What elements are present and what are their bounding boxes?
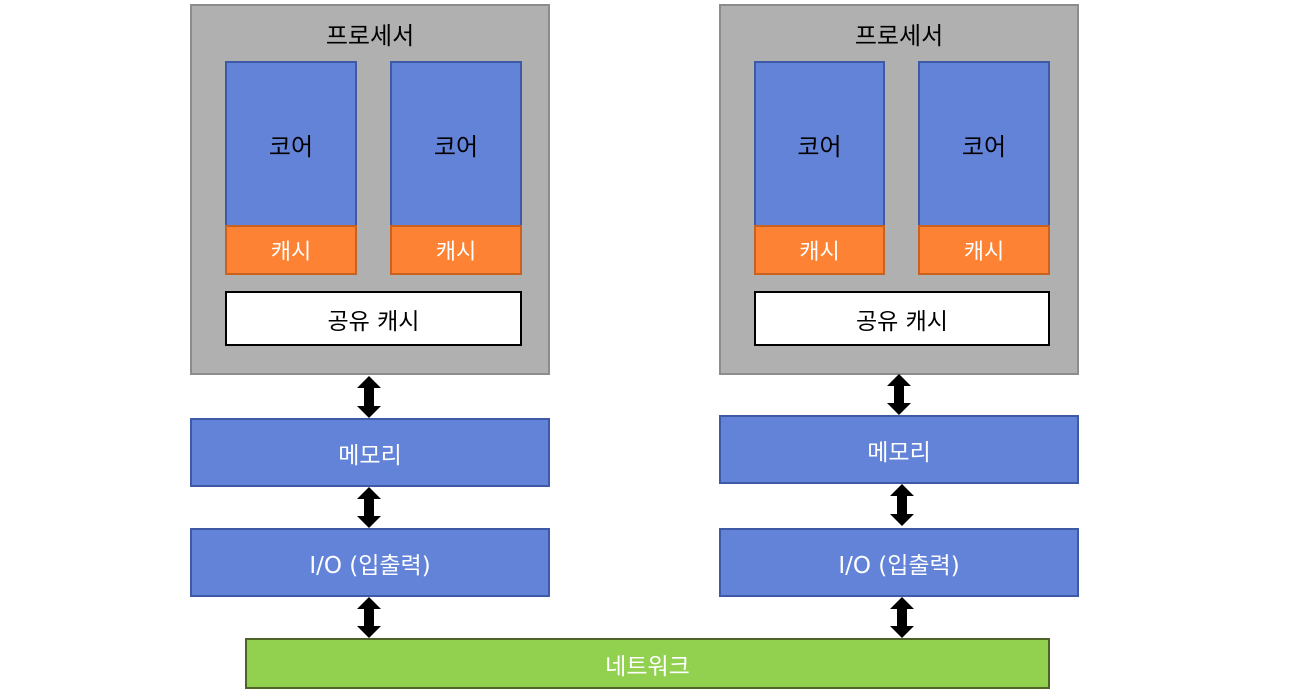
- processor-label: 프로세서: [854, 22, 944, 50]
- network-bar: 네트워크: [245, 638, 1050, 689]
- arrow-memory-io-right: [890, 484, 914, 526]
- io-right: I/O (입출력): [719, 528, 1079, 597]
- shared-cache-right: 공유 캐시: [754, 291, 1050, 346]
- processor-label: 프로세서: [325, 22, 415, 50]
- arrow-io-network-right: [890, 597, 914, 638]
- cache-label: 캐시: [963, 240, 1005, 265]
- arrow-processor-memory-right: [887, 374, 911, 415]
- core-left-2: 코어: [390, 61, 522, 227]
- arrow-memory-io-left: [357, 487, 381, 528]
- core-label: 코어: [268, 132, 314, 161]
- shared-cache-label: 공유 캐시: [856, 308, 948, 335]
- memory-right: 메모리: [719, 415, 1079, 484]
- cache-right-1: 캐시: [754, 225, 885, 275]
- memory-label: 메모리: [867, 439, 931, 466]
- cache-label: 캐시: [435, 240, 477, 265]
- cache-left-1: 캐시: [225, 225, 357, 275]
- cache-right-2: 캐시: [918, 225, 1050, 275]
- core-right-1: 코어: [754, 61, 885, 227]
- core-left-1: 코어: [225, 61, 357, 227]
- core-label: 코어: [797, 132, 842, 161]
- arrow-io-network-left: [357, 597, 381, 638]
- network-label: 네트워크: [605, 653, 690, 680]
- io-label: I/O (입출력): [309, 552, 431, 579]
- core-label: 코어: [961, 132, 1007, 161]
- memory-left: 메모리: [190, 418, 550, 487]
- cache-left-2: 캐시: [390, 225, 522, 275]
- arrow-processor-memory-left: [357, 376, 381, 418]
- core-label: 코어: [433, 132, 479, 161]
- shared-cache-left: 공유 캐시: [225, 291, 522, 346]
- core-right-2: 코어: [918, 61, 1050, 227]
- cache-label: 캐시: [270, 240, 312, 265]
- shared-cache-label: 공유 캐시: [327, 308, 420, 335]
- io-left: I/O (입출력): [190, 528, 550, 597]
- cache-label: 캐시: [799, 240, 840, 265]
- io-label: I/O (입출력): [838, 552, 960, 579]
- memory-label: 메모리: [338, 442, 402, 469]
